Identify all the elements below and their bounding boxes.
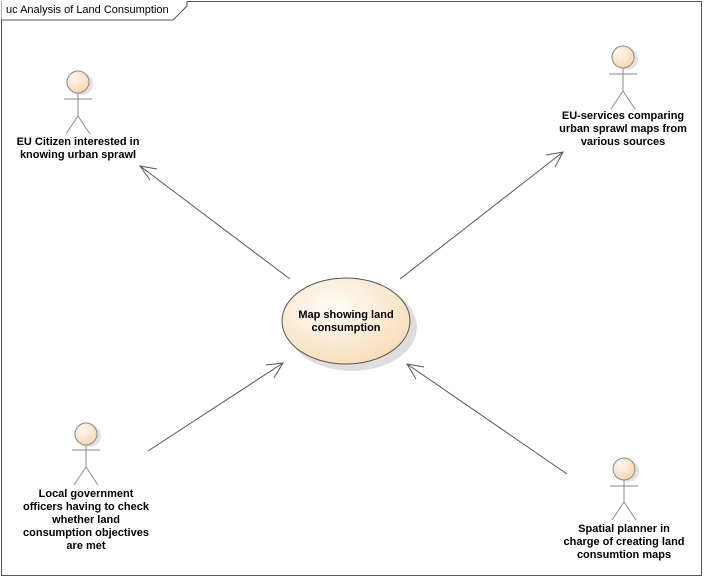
label-line: various sources xyxy=(580,136,666,148)
use-case-label-line-1: Map showing land xyxy=(298,309,394,321)
label-line: knowing urban sprawl xyxy=(19,149,137,161)
label-line: charge of creating land xyxy=(563,536,685,548)
actor-eu-services-label: EU-services comparing urban sprawl maps … xyxy=(550,110,696,149)
association-eu-citizen xyxy=(138,165,291,280)
label-line: consumption objectives xyxy=(23,527,149,539)
actor-spatial-planner-label: Spatial planner in charge of creating la… xyxy=(554,523,694,562)
actor-spatial-planner-figure xyxy=(610,457,639,521)
label-line: are met xyxy=(66,540,106,552)
label-line: whether land xyxy=(52,514,120,526)
label-line: Local government xyxy=(38,488,134,500)
label-line: EU-services comparing xyxy=(561,110,685,122)
label-line: Spatial planner in xyxy=(578,523,670,535)
actor-local-government-label: Local government officers having to chec… xyxy=(16,488,156,553)
use-case-label-line-2: consumption xyxy=(311,322,381,334)
label-line: consumtion maps xyxy=(576,549,672,561)
actor-eu-citizen-figure xyxy=(64,70,93,135)
actor-eu-citizen-label: EU Citizen interested in knowing urban s… xyxy=(8,136,148,162)
label-line: urban sprawl maps from xyxy=(559,123,687,135)
use-case-label: Map showing land consumption xyxy=(286,309,406,335)
label-line: EU Citizen interested in xyxy=(16,136,140,148)
association-eu-services xyxy=(399,151,564,280)
frame-title-tab xyxy=(1,1,188,21)
label-line: officers having to check xyxy=(23,501,149,513)
actor-eu-services-figure xyxy=(609,45,638,110)
use-case-map-showing-land-consumption xyxy=(281,277,417,371)
frame-title: uc Analysis of Land Consumption xyxy=(6,4,169,16)
association-spatial-planner xyxy=(406,363,568,475)
actor-local-government-figure xyxy=(72,422,101,486)
association-local-government xyxy=(147,362,284,452)
